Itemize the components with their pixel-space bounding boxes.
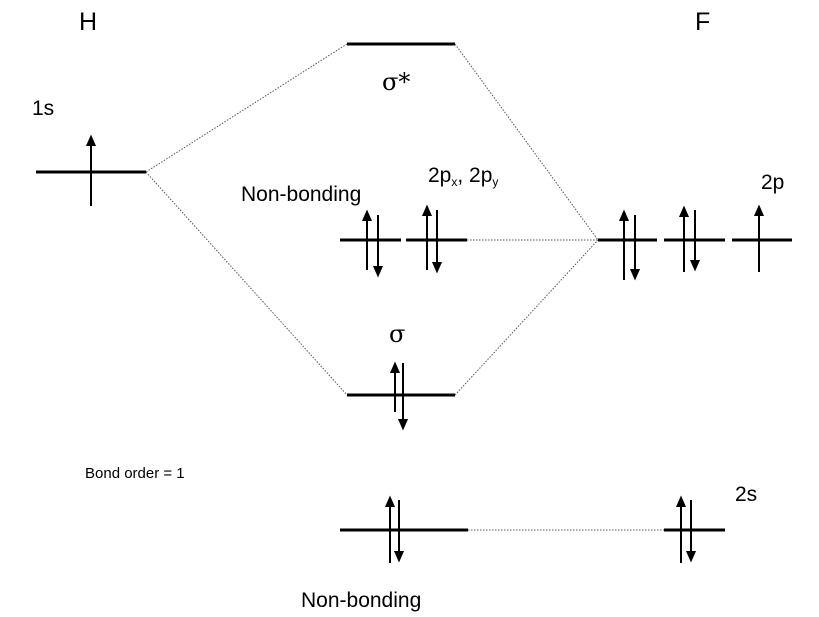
- label-sigma-star: σ*: [382, 68, 411, 96]
- electron-pair: [389, 361, 409, 431]
- connector-sigma-to-f2p: [454, 239, 599, 396]
- electron-up-arrow: [85, 134, 97, 206]
- atom-label-h: H: [79, 8, 98, 36]
- label-py-subscript: y: [492, 175, 499, 189]
- label-f-2s: 2s: [735, 483, 758, 506]
- energy-levels: [36, 42, 792, 532]
- label-px-subscript: x: [451, 175, 458, 189]
- label-nonbonding-lower: Non-bonding: [301, 589, 422, 612]
- electron-pair: [384, 495, 405, 563]
- bond-order-text: Bond order = 1: [85, 465, 185, 482]
- electron-pair: [618, 209, 641, 281]
- label-2px-2py: 2px, 2py: [428, 164, 499, 189]
- atom-label-f: F: [695, 8, 711, 36]
- label-2py-text: , 2p: [457, 164, 493, 187]
- electron-up-arrow: [753, 204, 765, 272]
- connector-h1s-to-sigma: [145, 171, 348, 396]
- correlation-lines: [145, 43, 664, 531]
- electron-pair: [361, 209, 384, 278]
- electron-pair: [421, 204, 443, 274]
- label-f-2p: 2p: [761, 171, 785, 194]
- label-nonbonding-upper: Non-bonding: [241, 183, 362, 206]
- electrons: [85, 134, 765, 563]
- electron-pair: [678, 205, 701, 272]
- connector-h1s-to-sigma-star: [145, 43, 348, 173]
- electron-pair: [675, 495, 697, 563]
- connector-sigma-star-to-f2p: [454, 43, 599, 241]
- label-h-1s: 1s: [32, 97, 55, 120]
- label-sigma: σ: [389, 320, 406, 348]
- label-2px-text: 2p: [428, 164, 452, 187]
